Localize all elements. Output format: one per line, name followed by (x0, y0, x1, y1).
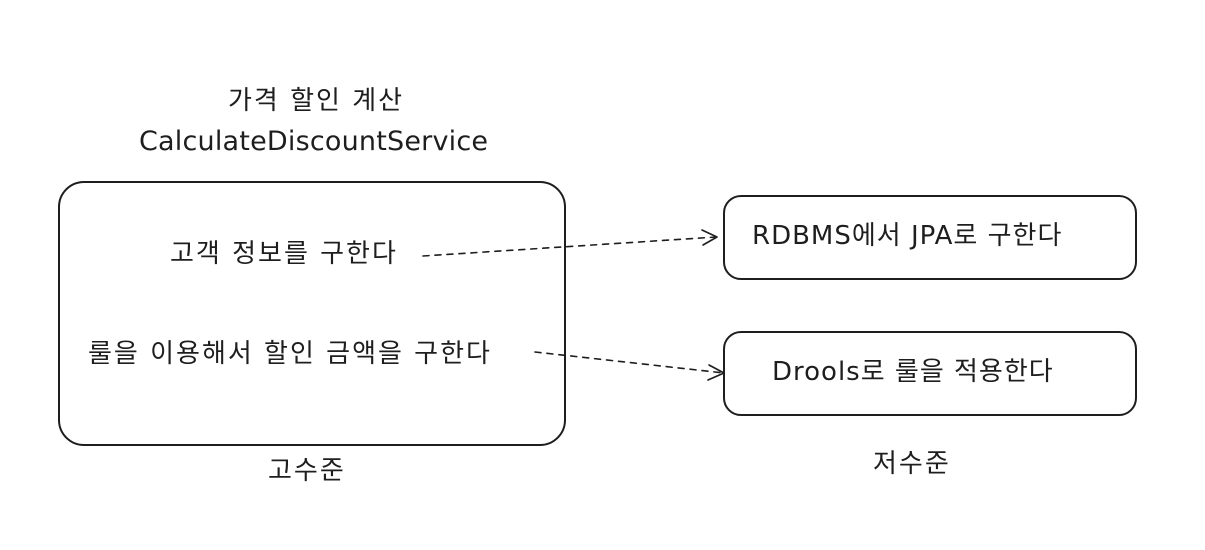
high-level-step-calculate-discount: 룰을 이용해서 할인 금액을 구한다 (88, 339, 492, 369)
high-level-module-box (58, 181, 566, 446)
high-level-step-get-customer: 고객 정보를 구한다 (170, 239, 398, 269)
arrowhead-discount-to-drools (707, 364, 725, 381)
low-level-jpa-label: RDBMS에서 JPA로 구한다 (752, 221, 1063, 251)
low-level-jpa-box (723, 195, 1137, 280)
arrowhead-customer-to-jpa (701, 229, 718, 246)
dashed-arrow-customer-to-jpa (422, 236, 717, 257)
diagram-title-service-name: CalculateDiscountService (139, 126, 489, 157)
low-level-drools-label: Drools로 룰을 적용한다 (772, 357, 1054, 387)
high-level-caption: 고수준 (268, 456, 346, 486)
diagram-title-korean: 가격 할인 계산 (228, 86, 405, 116)
low-level-caption: 저수준 (873, 449, 951, 479)
dashed-arrow-discount-to-drools (534, 351, 725, 374)
